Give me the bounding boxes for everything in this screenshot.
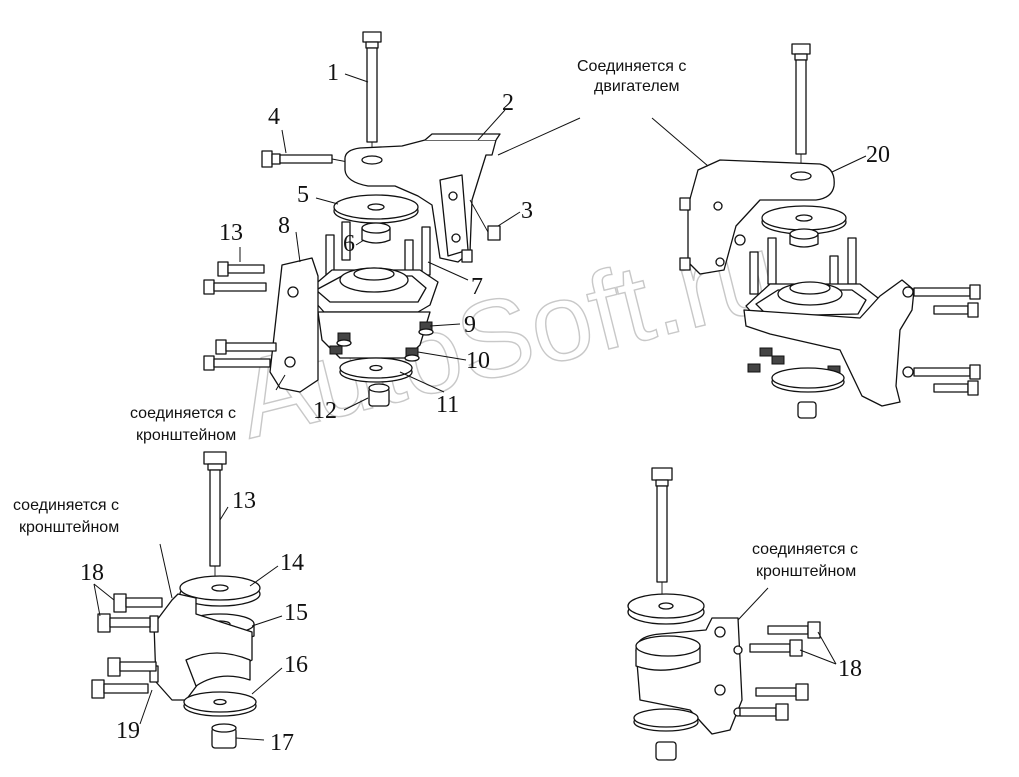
- caption-engine-line2: двигателем: [594, 78, 680, 95]
- callout-19: 19: [116, 718, 140, 744]
- callout-9: 9: [464, 312, 476, 338]
- mount-base: [305, 221, 439, 359]
- callout-16: 16: [284, 652, 308, 678]
- bushing-6: [361, 222, 391, 244]
- callout-18-right: 18: [838, 656, 862, 682]
- engine-bracket-20: [679, 159, 835, 275]
- caption-bracket-right-line1: соединяется с: [752, 541, 858, 558]
- caption-bracket-right-line2: кронштейном: [756, 563, 856, 580]
- callout-11: 11: [436, 392, 459, 418]
- caption-engine-line1: Соединяется с: [577, 58, 686, 75]
- top-left-assembly: [203, 31, 501, 407]
- bolts-18-left: [97, 593, 163, 633]
- bolt-top-right: [791, 43, 811, 172]
- callout-numbers: 1 2 3 4 5 6 7 8 9 10 11 12 13 13 14 15 1…: [80, 60, 890, 756]
- bolt-1: [362, 31, 382, 160]
- top-right-assembly: [679, 43, 981, 419]
- bolt-bottom-right: [651, 467, 673, 600]
- nuts-right: [747, 347, 845, 419]
- callout-10: 10: [466, 348, 490, 374]
- caption-bracket-left-line2: кронштейном: [19, 519, 119, 536]
- washer-14: [179, 575, 261, 607]
- nut-lower-right: [655, 741, 677, 761]
- callout-6: 6: [343, 231, 355, 257]
- nut-17: [211, 723, 237, 749]
- bracket-8: [269, 257, 319, 393]
- callout-4: 4: [268, 104, 280, 130]
- leader-lines: [93, 73, 867, 741]
- captions: Соединяется с двигателем соединяется с к…: [13, 58, 858, 580]
- washer-11: [339, 357, 413, 383]
- callout-20: 20: [866, 142, 890, 168]
- callout-8: 8: [278, 213, 290, 239]
- caption-bracket-mid-line1: соединяется с: [130, 405, 236, 422]
- callout-13-top: 13: [219, 220, 243, 246]
- callout-7: 7: [471, 274, 483, 300]
- bolt-13: [203, 451, 227, 586]
- callout-13-bottom: 13: [232, 488, 256, 514]
- bracket-lower-left: [149, 593, 253, 701]
- washer-5: [333, 194, 419, 224]
- callout-5: 5: [297, 182, 309, 208]
- bolts-13-top: [203, 261, 277, 371]
- caption-bracket-left-line1: соединяется с: [13, 497, 119, 514]
- callout-15: 15: [284, 600, 308, 626]
- washer-lower-right: [633, 708, 699, 732]
- washer-16: [183, 691, 257, 717]
- callout-18-left: 18: [80, 560, 104, 586]
- callout-12: 12: [313, 398, 337, 424]
- bolts-19-left: [91, 657, 157, 699]
- caption-bracket-mid-line2: кронштейном: [136, 427, 236, 444]
- washer-bottom-right: [627, 593, 705, 625]
- nuts-9-washers-10: [329, 321, 434, 362]
- engine-bracket-2: [344, 133, 501, 263]
- callout-1: 1: [327, 60, 339, 86]
- nut-12: [368, 383, 390, 407]
- bottom-right-assembly: [627, 467, 821, 761]
- callout-14: 14: [280, 550, 304, 576]
- bolt-4: [261, 150, 349, 168]
- mount-base-right: [743, 279, 915, 407]
- bottom-left-assembly: [91, 451, 261, 749]
- bolts-18-right: [739, 621, 821, 721]
- bolts-right-side: [913, 284, 981, 396]
- washer-top-right: [761, 205, 847, 248]
- callout-17: 17: [270, 730, 294, 756]
- callout-3: 3: [521, 198, 533, 224]
- callout-2: 2: [502, 90, 514, 116]
